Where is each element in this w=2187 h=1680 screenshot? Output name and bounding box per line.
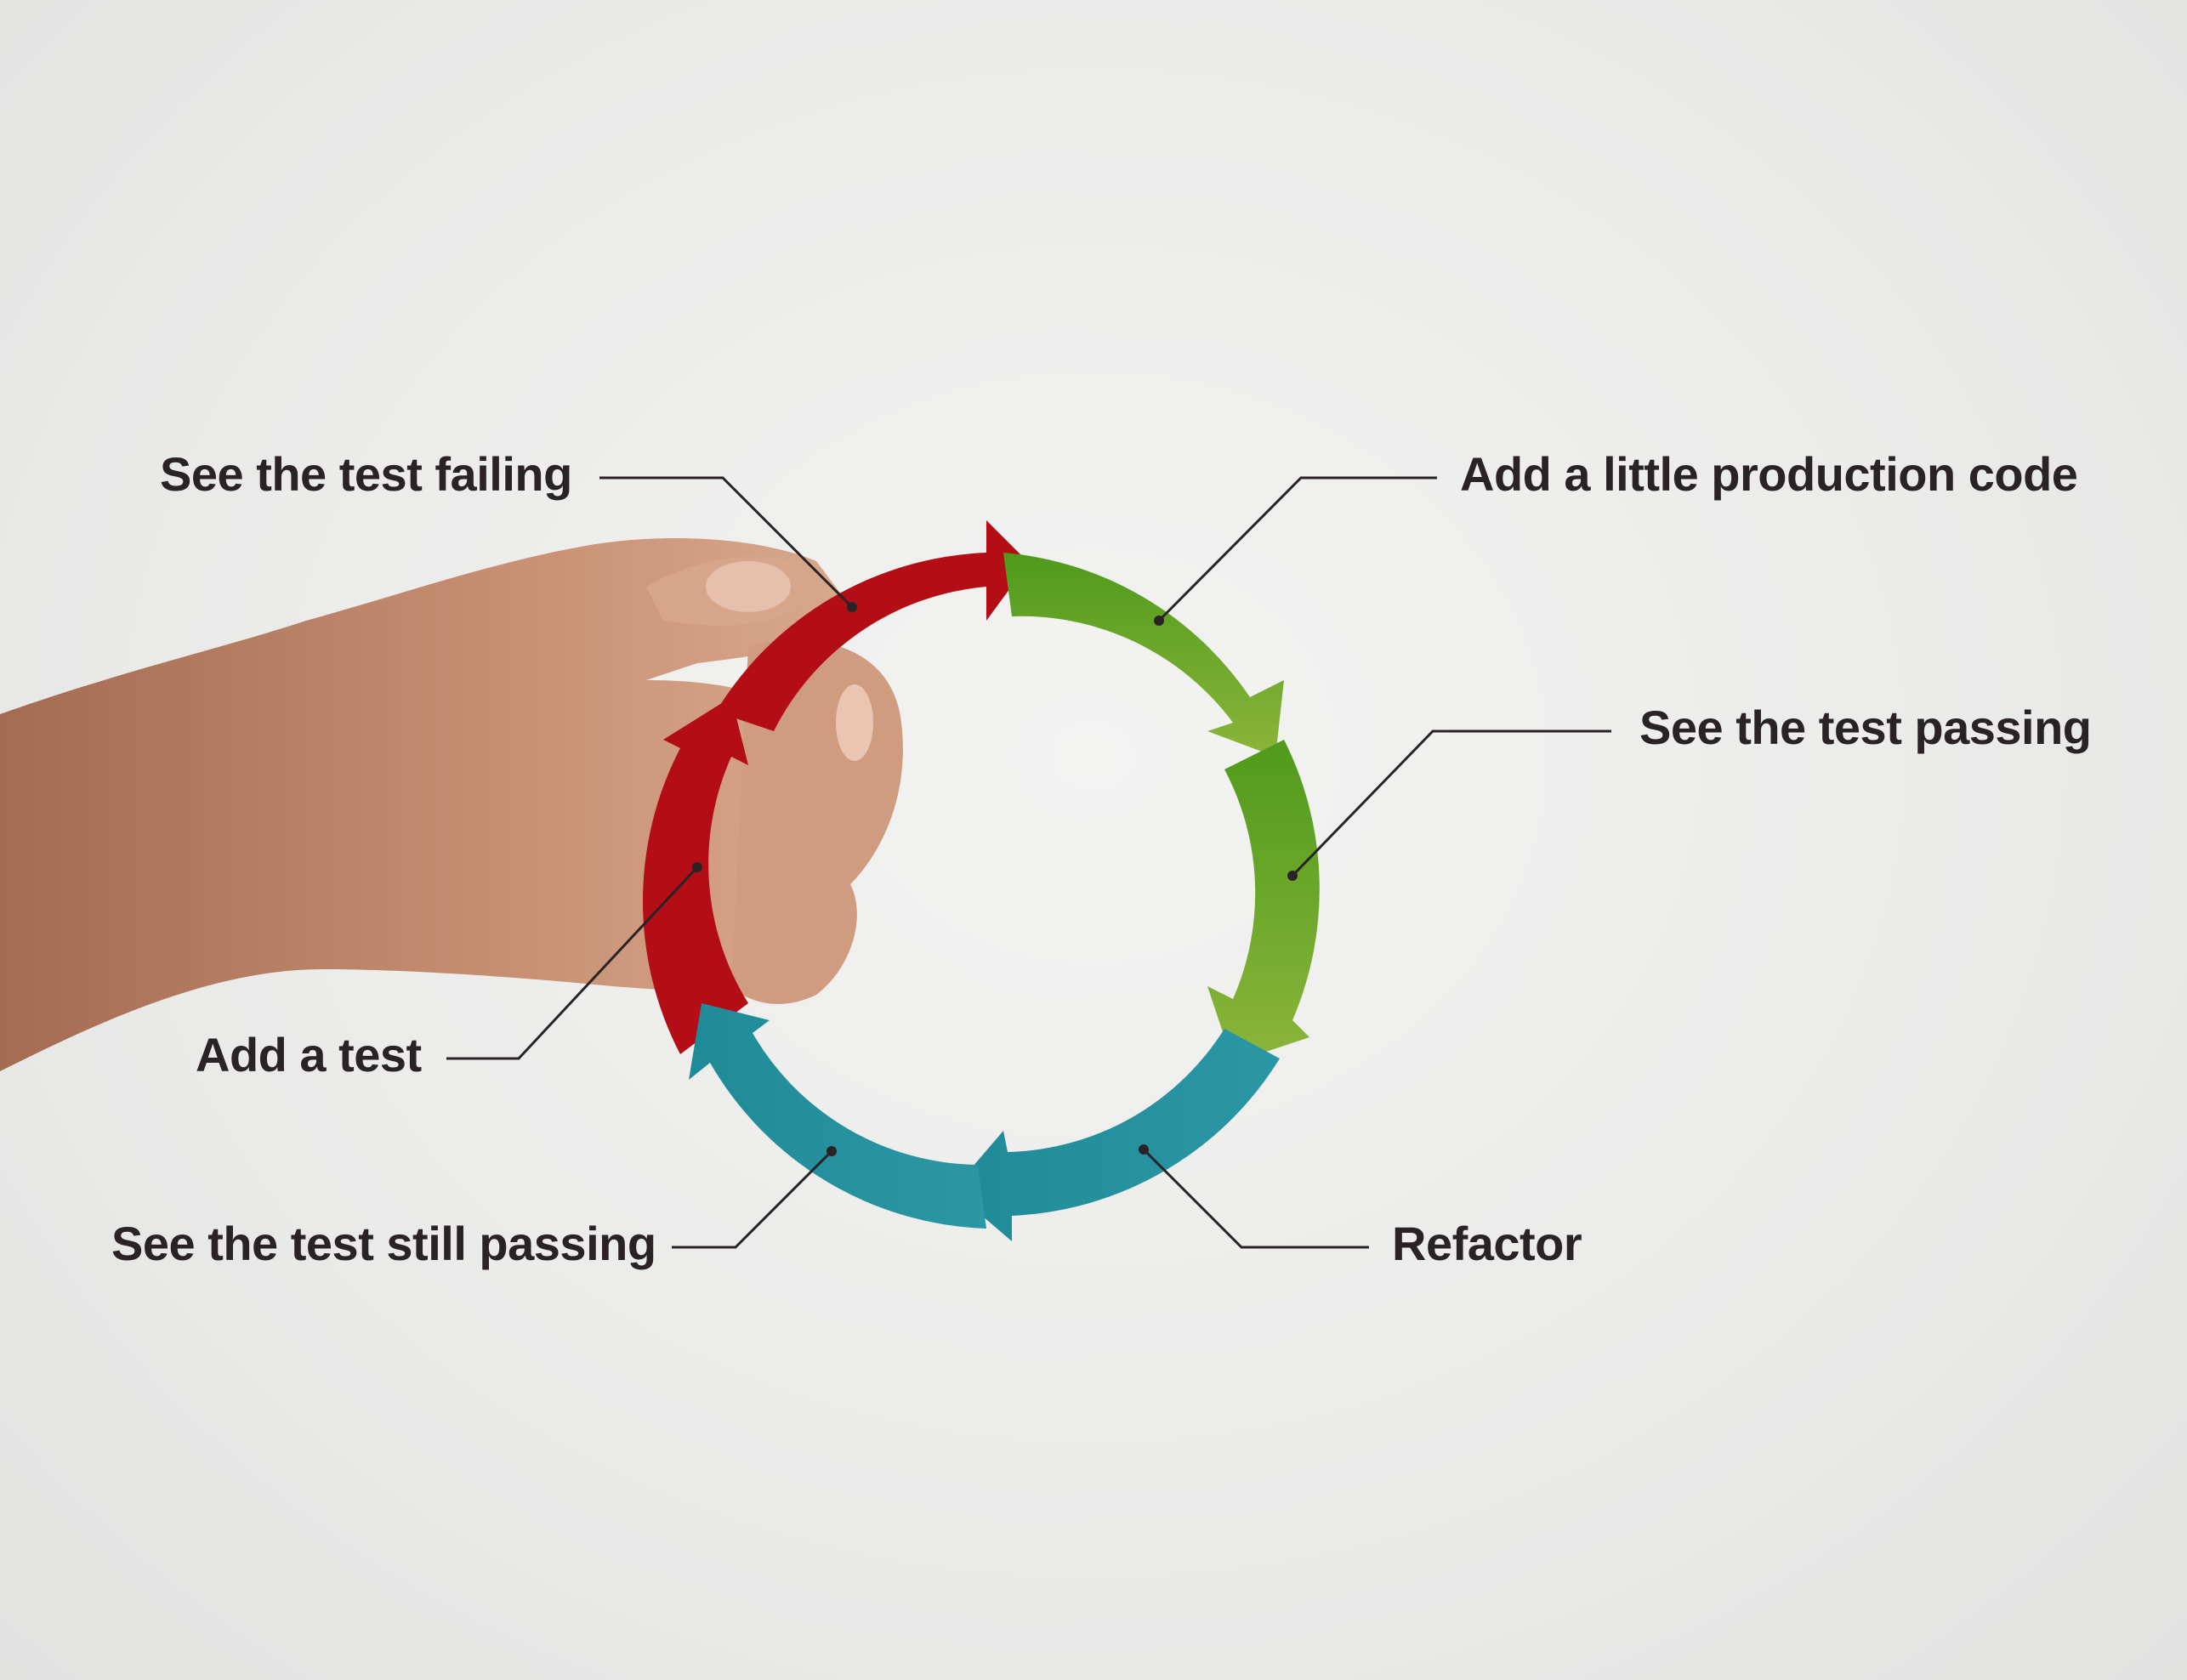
leader-see-test-passing (1291, 729, 1611, 877)
leader-lines (446, 476, 1611, 1249)
dot-add-test (692, 862, 702, 872)
arrow-refactor (952, 1029, 1280, 1241)
label-refactor: Refactor (1392, 1217, 1582, 1270)
leader-add-test (446, 866, 699, 1060)
leader-add-production-code (1157, 476, 1437, 622)
arrow-add-production-code (1003, 553, 1284, 757)
dot-see-test-failing (847, 602, 857, 612)
thumbnail-shape (706, 561, 791, 612)
leader-see-test-still-passing (672, 1149, 833, 1249)
label-add-test: Add a test (196, 1028, 422, 1081)
leader-dots (692, 602, 1298, 1156)
dot-see-test-still-passing (827, 1146, 837, 1156)
label-see-test-still-passing: See the test still passing (111, 1217, 656, 1270)
fingernail-shape (836, 684, 873, 761)
dot-add-production-code (1154, 616, 1164, 626)
arrow-see-test-still-passing (689, 1003, 986, 1229)
hand-illustration (0, 537, 903, 1071)
dot-see-test-passing (1287, 871, 1298, 881)
label-add-production-code: Add a little production code (1460, 447, 2078, 501)
leader-see-test-failing (599, 476, 854, 609)
dot-refactor (1139, 1144, 1149, 1155)
arrow-see-test-passing (1207, 740, 1320, 1063)
leader-refactor (1142, 1148, 1369, 1249)
label-see-test-passing: See the test passing (1639, 701, 2092, 754)
arrow-add-test (642, 697, 748, 1054)
cycle-ring (642, 520, 1320, 1241)
label-see-test-failing: See the test failing (160, 447, 572, 501)
arrow-see-test-failing (716, 520, 1029, 731)
